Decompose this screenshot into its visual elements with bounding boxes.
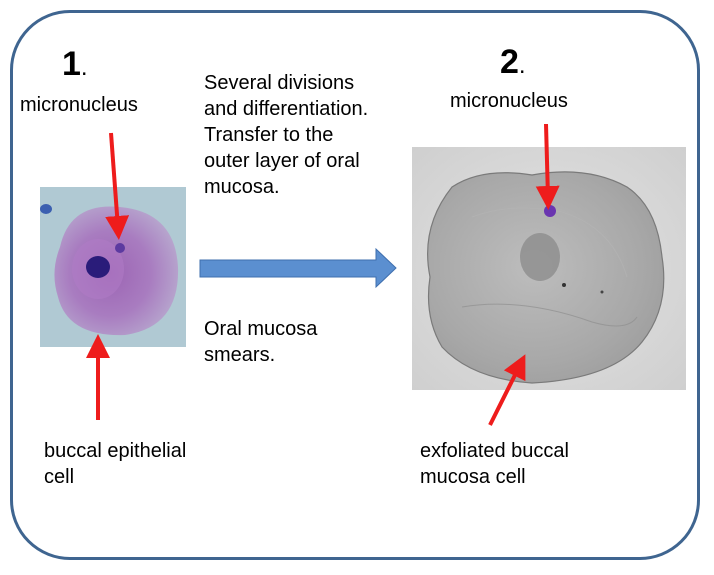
exfoliated-cell-image (412, 147, 686, 390)
process-description: Several divisions and differentiation. T… (204, 72, 369, 198)
buccal-epithelial-cell-image (40, 187, 186, 347)
step-2-number: 2. (500, 43, 526, 81)
smear-description: Oral mucosa smears. (204, 318, 318, 366)
step-1-cell-label: buccal epithelial cell (44, 440, 187, 488)
step-1-number: 1. (62, 45, 88, 83)
step-2-cell-label: exfoliated buccal mucosa cell (420, 440, 569, 488)
step-2-micronucleus-label: micronucleus (450, 90, 568, 112)
step-1-micronucleus-label: micronucleus (20, 94, 138, 116)
